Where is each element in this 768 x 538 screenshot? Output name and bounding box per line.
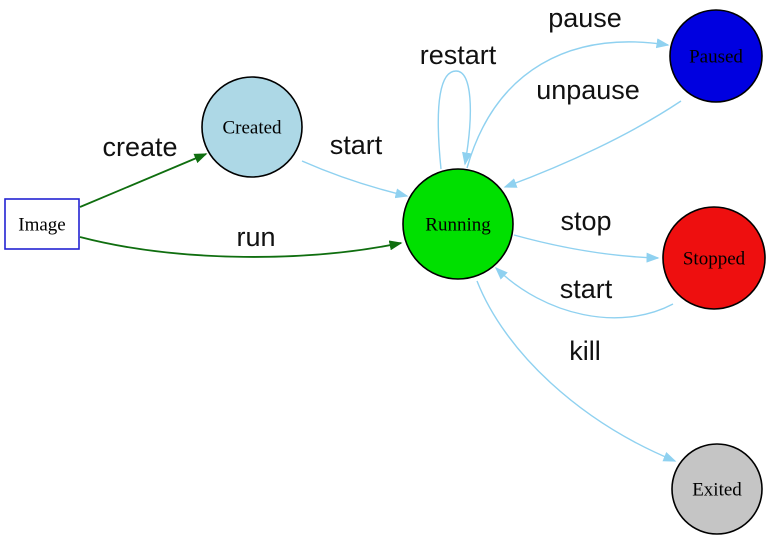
edge-label-stop: stop — [560, 206, 611, 236]
edge-label-start-created: start — [330, 130, 383, 160]
node-shape-stopped — [662, 206, 766, 310]
node-created: Created — [201, 76, 303, 178]
node-label-image: Image — [18, 215, 65, 236]
node-label-exited: Exited — [692, 480, 742, 501]
node-label-stopped: Stopped — [683, 249, 746, 270]
node-label-created: Created — [222, 118, 282, 139]
edge-label-start-stopped: start — [560, 274, 613, 304]
node-stopped: Stopped — [662, 206, 766, 310]
edge-restart — [437, 70, 472, 170]
node-running: Running — [402, 168, 514, 280]
edge-label-unpause: unpause — [536, 75, 640, 105]
edge-create — [79, 153, 208, 208]
node-shape-running — [402, 168, 514, 280]
node-label-paused: Paused — [689, 47, 743, 68]
edge-label-pause: pause — [548, 3, 622, 33]
node-shape-image — [4, 198, 80, 250]
node-shape-exited — [671, 443, 763, 535]
edge-label-run: run — [236, 222, 275, 252]
edge-stop — [513, 234, 660, 263]
node-label-running: Running — [425, 215, 491, 236]
edge-start-stopped — [494, 266, 674, 319]
node-exited: Exited — [671, 443, 763, 535]
node-shape-paused — [669, 9, 763, 103]
edge-run — [79, 236, 403, 258]
edge-start-created — [301, 160, 409, 199]
edge-kill — [476, 280, 677, 462]
node-image: Image — [4, 198, 80, 250]
edge-label-kill: kill — [569, 336, 601, 366]
node-paused: Paused — [669, 9, 763, 103]
edge-pause — [466, 38, 670, 169]
edge-label-restart: restart — [420, 40, 497, 70]
node-shape-created — [201, 76, 303, 178]
edge-unpause — [503, 100, 682, 188]
edge-label-create: create — [102, 132, 177, 162]
